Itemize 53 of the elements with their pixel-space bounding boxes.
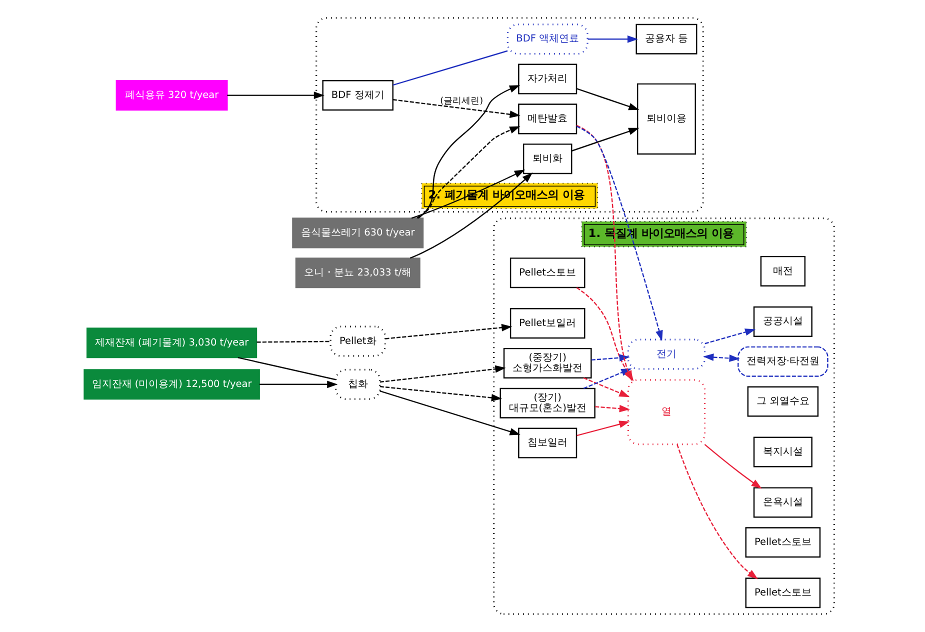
connector [392,50,508,86]
node-box: (중장기) 소형가스화발전 [503,348,592,378]
arrow [591,354,630,362]
node-box: 매전 [760,256,806,286]
node-box: 음식물쓰레기 630 t/year [292,218,424,248]
connector [238,356,336,380]
arrow [392,99,520,118]
node-box: 자가처리 [518,64,578,94]
node-box: 오니・분뇨 23,033 t/해 [295,258,420,288]
node-box: 열 [627,379,706,446]
node-box: 전력저장·타전원 [738,346,828,377]
arrow [259,380,338,388]
node-box: BDF 정제기 [322,80,394,111]
arrow [595,404,630,412]
node-box: 폐식용유 320 t/year [116,80,228,111]
arrow [380,390,520,436]
node-box: 온욕시설 [753,487,812,518]
node-box: 칩보일러 [518,428,578,458]
arrow [572,128,640,152]
arrow [704,444,762,489]
arrow [385,324,512,340]
node-box: 퇴비이용 [636,83,696,155]
node-box: 메탄발효 [518,104,578,134]
connector [256,340,331,343]
node-box: 복지시설 [753,436,812,468]
arrow [418,85,520,219]
edge-label: (글리세린) [440,96,484,106]
node-box: Pellet스토브 [510,258,586,288]
arrow [576,88,640,110]
arrow [583,377,630,398]
arrow [576,420,630,436]
arrow [576,126,663,342]
arrow [704,328,756,344]
node-box: Pellet스토브 [745,578,821,608]
arrow [703,354,740,362]
node-box: 칩화 [335,368,381,400]
arrow [676,444,758,580]
arrow [588,35,638,43]
arrow [227,92,324,100]
node-box: BDF 액체연료 [506,24,588,55]
arrow [380,386,502,402]
node-box: 그 외열수요 [747,386,819,417]
node-box: Pellet보일러 [510,308,586,339]
node-box: 임지잔재 (미이용계) 12,500 t/year [84,369,260,400]
node-box: (장기) 대규모(혼소)발전 [500,388,596,418]
node-box: Pellet스토브 [745,527,821,558]
arrow [380,365,506,383]
node-box: 전기 [627,338,706,370]
node-box: 공용자 등 [636,24,698,54]
node-box: 공공시설 [753,306,812,337]
node-box: 퇴비화 [522,144,572,174]
node-box: Pellet화 [330,326,386,357]
node-box: 제재잔재 (폐기물계) 3,030 t/year [86,328,258,358]
